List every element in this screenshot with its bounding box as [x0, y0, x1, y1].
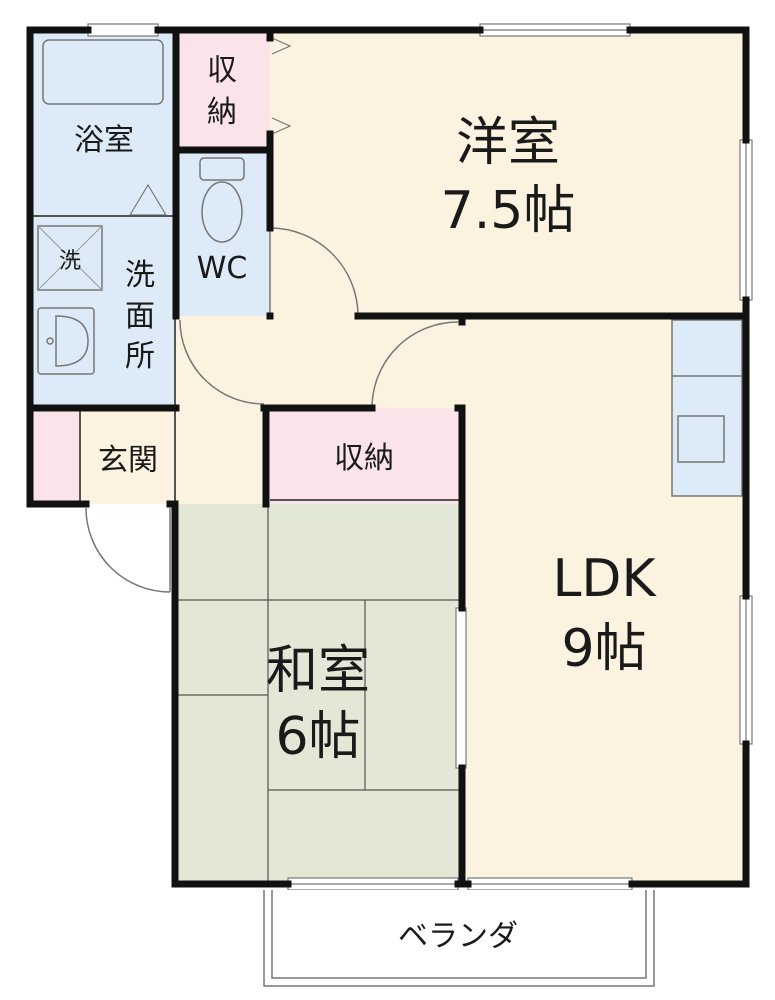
- ldk-name: LDK: [552, 549, 657, 609]
- storage-top-floor: [176, 30, 270, 150]
- washroom-label: 洗 面 所: [125, 258, 155, 374]
- svg-text:所: 所: [125, 339, 155, 374]
- toilet-floor: [176, 150, 270, 316]
- western-room-floor: [270, 30, 746, 316]
- bathtub-icon: [42, 39, 164, 105]
- folding-door-top-storage: [271, 37, 292, 135]
- kitchen-sink-icon: [677, 415, 725, 463]
- western-room-name: 洋室: [456, 113, 560, 173]
- svg-text:面: 面: [125, 299, 155, 334]
- ldk-size: 9帖: [561, 619, 646, 679]
- toilet-icon: [199, 157, 245, 243]
- veranda-label: ベランダ: [398, 919, 518, 954]
- washing-machine-cross: [37, 225, 103, 291]
- washer-mark: 洗: [59, 249, 81, 274]
- bathroom-label: 浴室: [74, 123, 134, 158]
- svg-text:洗: 洗: [125, 258, 155, 293]
- japanese-room-name: 和室: [266, 641, 370, 701]
- western-room-size: 7.5帖: [441, 181, 576, 241]
- kitchen-counter: [671, 319, 743, 497]
- storage-mid-floor: [270, 408, 462, 504]
- entrance-label: 玄関: [98, 443, 158, 478]
- veranda: [263, 890, 655, 987]
- japanese-room-size: 6帖: [275, 707, 360, 767]
- tatami-lines: [175, 504, 462, 884]
- thin-walls: [30, 215, 462, 504]
- storage-top-label: 収 納: [207, 53, 237, 130]
- svg-text:納: 納: [207, 95, 237, 130]
- door-swings: [85, 227, 459, 593]
- entrance-tile: [30, 412, 80, 502]
- walls: [26, 26, 750, 888]
- storage-mid-label: 収納: [334, 441, 394, 476]
- hall-floor: [175, 316, 462, 408]
- toilet-label: WC: [197, 251, 248, 286]
- svg-text:収: 収: [207, 53, 237, 88]
- wash-basin-icon: [37, 307, 95, 375]
- japanese-room-floor: [175, 504, 462, 884]
